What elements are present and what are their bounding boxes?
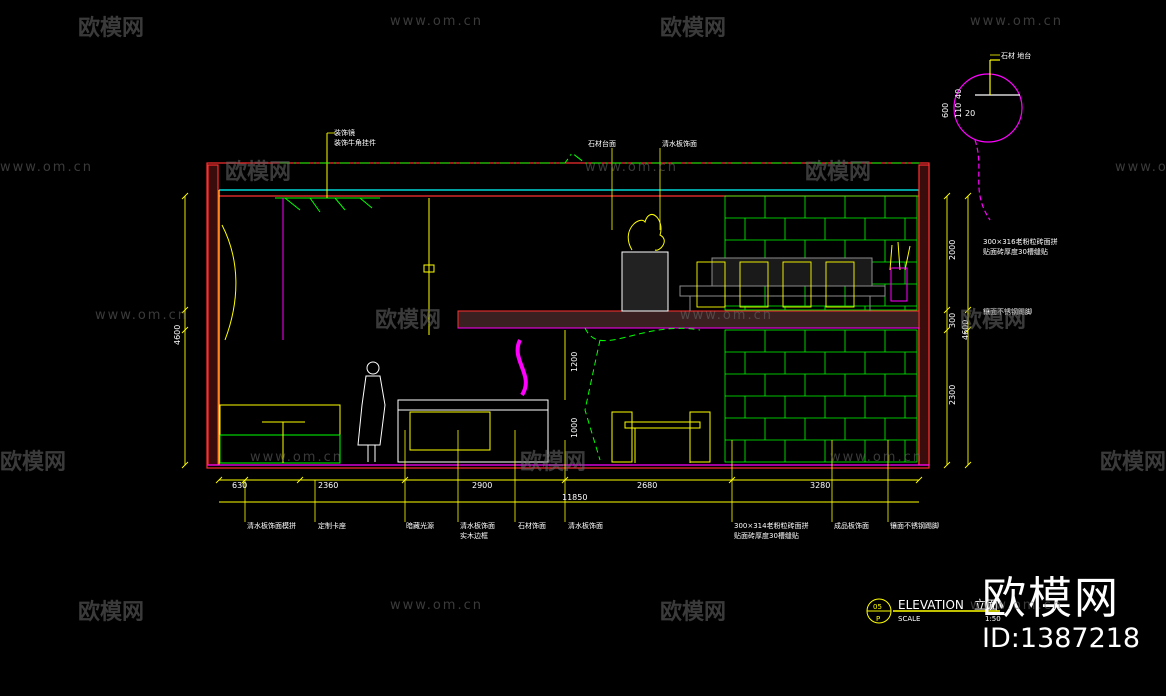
ceiling-centerline <box>280 152 919 164</box>
label-bottom-1: 清水板饰面模拼 <box>247 521 296 530</box>
dim-3280: 3280 <box>810 481 830 490</box>
label-bottom-2: 定制卡座 <box>318 521 346 530</box>
title-block: 05 P ELEVATION 立面 SCALE 1:50 <box>866 597 1001 624</box>
detail-callout <box>953 59 1023 221</box>
label-bottom-11: 镶面不锈钢踢脚 <box>890 521 939 530</box>
dim-detail-110: 110 <box>954 103 963 118</box>
label-bottom-9: 贴面砖厚度30槽缝贴 <box>734 531 799 540</box>
dimension-ticks <box>181 192 972 484</box>
label-bottom-3: 暗藏光源 <box>406 521 434 530</box>
upper-counter <box>679 257 886 311</box>
label-mirror: 装饰镜 <box>334 128 355 137</box>
label-right-tile-2: 贴面砖厚度30槽缝贴 <box>983 247 1048 256</box>
label-horn: 装饰牛角挂件 <box>334 138 376 147</box>
dim-2360: 2360 <box>318 481 338 490</box>
dim-2900: 2900 <box>472 481 492 490</box>
booth-seating <box>219 224 341 464</box>
brand-id: ID:1387218 <box>982 623 1141 654</box>
dim-detail-600: 600 <box>941 103 950 118</box>
label-right-kick: 镶面不锈钢踢脚 <box>983 307 1032 316</box>
annotation-text: 装饰镜 装饰牛角挂件 石材台面 清水板饰面 石材 地台 300×316老粉粒砖面… <box>247 51 1058 540</box>
brand-name: 欧模网 <box>982 573 1120 624</box>
dimension-lines <box>184 196 969 503</box>
dim-right-height: 4600 <box>961 320 970 340</box>
plant-stand <box>621 214 911 312</box>
leader-lines <box>244 54 1000 522</box>
label-bottom-4: 清水板饰面 <box>460 521 495 530</box>
dim-detail-20: 20 <box>965 109 975 118</box>
dim-right-mid: 300 <box>948 313 957 328</box>
label-bottom-5: 实木边框 <box>460 531 488 540</box>
label-board-top: 清水板饰面 <box>662 139 697 148</box>
bar-counter <box>397 339 549 463</box>
title-number: 05 <box>873 603 882 611</box>
dimension-text: 630 2360 2900 2680 3280 11850 4600 4600 … <box>173 89 975 502</box>
mezzanine-slab <box>457 310 920 329</box>
dim-630: 630 <box>232 481 247 490</box>
label-right-tile-1: 300×316老粉粒砖面拼 <box>983 237 1058 246</box>
dim-right-lower: 2300 <box>948 385 957 405</box>
label-detail-stone: 石材 地台 <box>1001 51 1031 60</box>
upper-chairs <box>696 261 855 308</box>
person-figure <box>357 361 386 462</box>
dim-detail-40: 40 <box>954 89 963 99</box>
dim-inner-1000: 1000 <box>570 418 579 438</box>
dining-set <box>611 411 711 463</box>
brand-watermark: 欧模网 ID:1387218 <box>982 574 1140 654</box>
scale-label: SCALE <box>898 615 920 623</box>
dim-left-height: 4600 <box>173 325 182 345</box>
dim-2680: 2680 <box>637 481 657 490</box>
label-bottom-7: 清水板饰面 <box>568 521 603 530</box>
dim-inner-1200: 1200 <box>570 352 579 372</box>
title-suffix: 立面 <box>974 597 998 612</box>
chandelier <box>275 133 435 340</box>
label-bottom-10: 成品板饰面 <box>834 521 869 530</box>
scale-value: 1:50 <box>985 615 1001 623</box>
label-bottom-8: 300×314老粉粒砖面拼 <box>734 521 809 530</box>
title-sheet: P <box>876 615 880 623</box>
label-stone-top: 石材台面 <box>588 139 616 148</box>
brick-tile-wall <box>724 195 918 463</box>
title-text: ELEVATION <box>898 598 964 612</box>
stair-outline <box>584 327 701 461</box>
label-bottom-6: 石材饰面 <box>518 521 546 530</box>
dim-total: 11850 <box>562 493 587 502</box>
dim-right-upper: 2000 <box>948 240 957 260</box>
